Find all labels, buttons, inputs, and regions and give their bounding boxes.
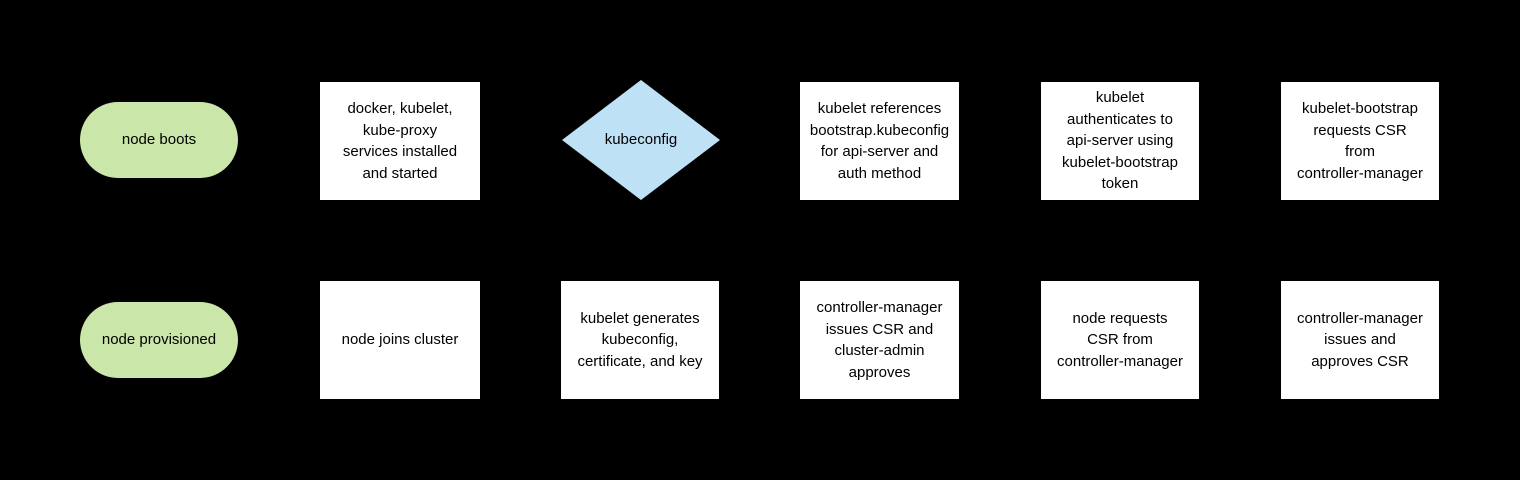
node-label: node provisioned: [101, 331, 217, 349]
node-services-installed[interactable]: docker, kubelet, kube-proxy services ins…: [320, 82, 480, 200]
node-controller-manager-approves[interactable]: controller-manager issues and approves C…: [1281, 281, 1439, 399]
node-label: docker, kubelet, kube-proxy services ins…: [342, 100, 458, 182]
node-label: kubelet generates kubeconfig, certificat…: [577, 309, 703, 370]
node-node-provisioned[interactable]: node provisioned: [80, 302, 238, 378]
node-bootstrap-requests-csr[interactable]: kubelet-bootstrap requests CSR from cont…: [1281, 82, 1439, 200]
node-label: kubelet authenticates to api-server usin…: [1062, 89, 1178, 193]
node-label: kubelet-bootstrap requests CSR from cont…: [1297, 100, 1423, 182]
node-node-boots[interactable]: node boots: [80, 102, 238, 178]
node-kubeconfig-decision[interactable]: kubeconfig: [562, 80, 720, 200]
node-label: node requests CSR from controller-manage…: [1057, 309, 1183, 370]
node-label: node joins cluster: [341, 331, 459, 349]
node-node-joins-cluster[interactable]: node joins cluster: [320, 281, 480, 399]
node-label: controller-manager issues CSR and cluste…: [816, 299, 943, 381]
node-controller-manager-issues-csr[interactable]: controller-manager issues CSR and cluste…: [800, 281, 959, 399]
node-kubelet-generates[interactable]: kubelet generates kubeconfig, certificat…: [561, 281, 719, 399]
node-kubelet-references-bootstrap[interactable]: kubelet references bootstrap.kubeconfig …: [800, 82, 959, 200]
node-label: kubelet references bootstrap.kubeconfig …: [809, 100, 950, 182]
node-kubelet-authenticates[interactable]: kubelet authenticates to api-server usin…: [1041, 82, 1199, 200]
node-node-requests-csr[interactable]: node requests CSR from controller-manage…: [1041, 281, 1199, 399]
node-label: kubeconfig: [604, 131, 678, 149]
node-label: node boots: [121, 131, 197, 149]
node-label: controller-manager issues and approves C…: [1297, 309, 1423, 370]
